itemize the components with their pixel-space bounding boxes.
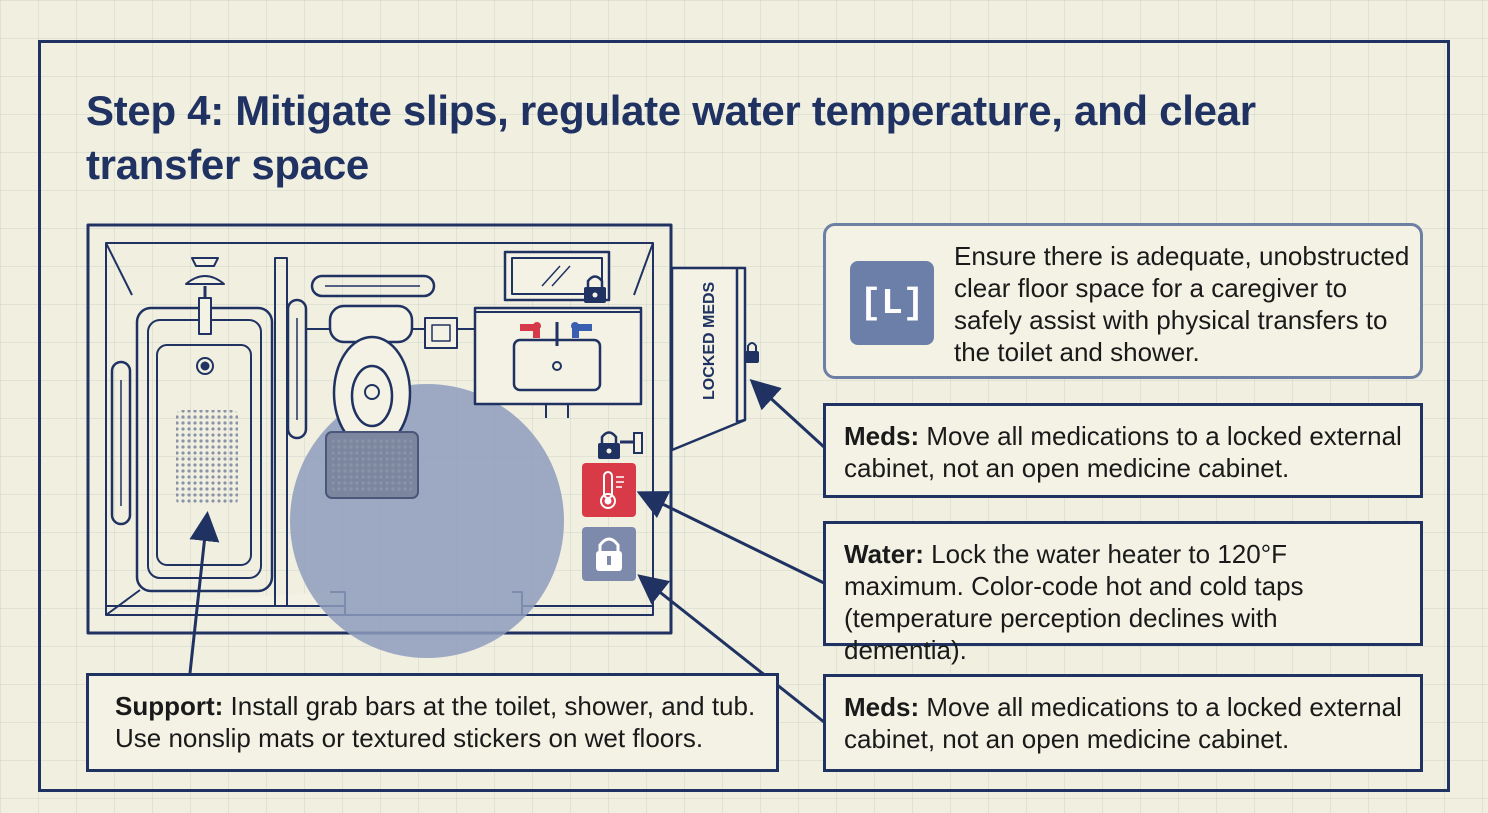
toilet-back-grab-bar [310, 274, 436, 298]
mirror-lock-icon [584, 275, 606, 303]
callout-text: Move all medications to a locked externa… [844, 421, 1402, 483]
callout-text: Install grab bars at the toilet, shower,… [115, 691, 756, 753]
water-arrow [636, 491, 825, 585]
shower-head-icon [185, 275, 225, 285]
page-title: Step 4: Mitigate slips, regulate water t… [86, 87, 1256, 188]
support-callout: Support: Install grab bars at the toilet… [86, 673, 779, 772]
thermometer-icon [582, 463, 636, 517]
locked-meds-cabinet [670, 266, 747, 452]
callout-label: Support: [115, 691, 224, 721]
tub-grab-bar [110, 360, 132, 526]
meds-top-arrow [749, 378, 826, 449]
water-callout: Water: Lock the water heater to 120°F ma… [823, 521, 1423, 665]
cabinet-label: LOCKED MEDS [701, 281, 718, 400]
note-text: Ensure there is adequate, unobstructed c… [954, 241, 1410, 367]
tub-nonslip-mat [176, 410, 238, 505]
note-icon: [L] [850, 261, 934, 345]
page-frame [38, 40, 1450, 792]
water-heater-lock-icon [598, 431, 643, 459]
transfer-space-note: [L] Ensure there is adequate, unobstruct… [823, 223, 1423, 379]
callout-label: Water: [844, 539, 924, 569]
cabinet-lock-icon [745, 342, 759, 363]
callout-text: Move all medications to a locked externa… [844, 692, 1402, 754]
meds-callout-bottom: Meds: Move all medications to a locked e… [823, 674, 1423, 772]
callout-label: Meds: [844, 692, 920, 722]
meds-bottom-arrow [637, 574, 825, 724]
support-arrow [188, 511, 220, 674]
callout-label: Meds: [844, 421, 920, 451]
transfer-clear-space [290, 384, 564, 658]
callout-text: Lock the water heater to 120°F maximum. … [844, 539, 1304, 665]
padlock-icon [582, 527, 636, 581]
meds-callout-top: Meds: Move all medications to a locked e… [823, 403, 1423, 498]
toilet-side-grab-bar [286, 298, 308, 440]
